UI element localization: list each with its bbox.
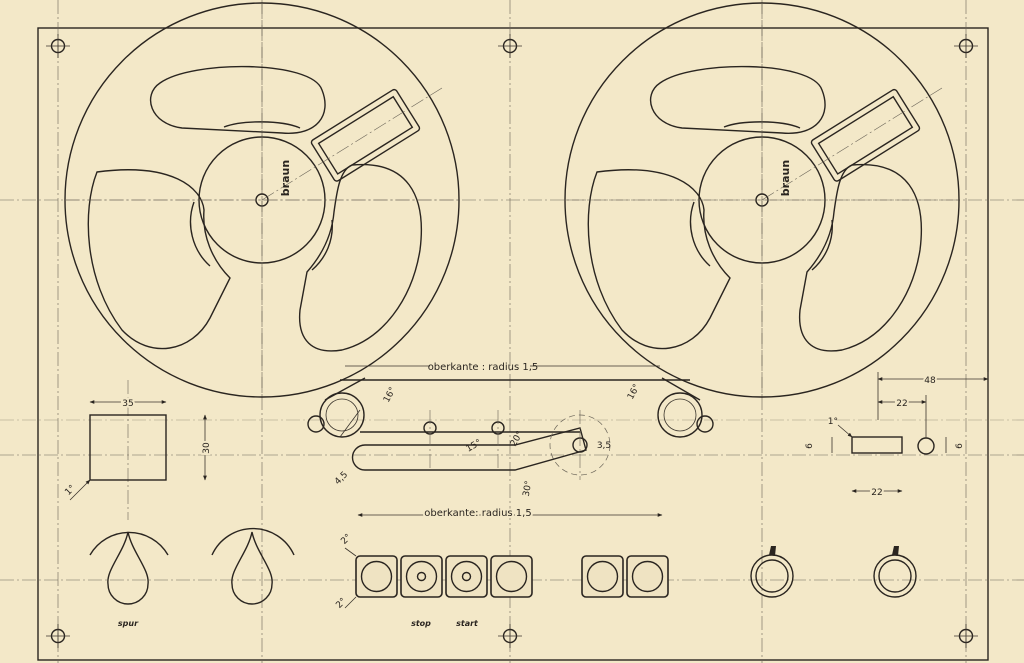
button-corner-top: 2° (339, 532, 353, 546)
left-reel-brand: braun (279, 160, 292, 196)
dim-6-left: 6 (805, 443, 815, 449)
slot-corner-label: 1° (828, 417, 838, 427)
round-knob-left[interactable] (750, 546, 794, 598)
lever-angle-30: 30° (522, 480, 535, 497)
dim-22-top: 22 (896, 399, 907, 409)
angle-label-right: 16° (626, 383, 642, 402)
transport-buttons-group: 2° 2° (334, 532, 669, 611)
tape-guide-assembly: oberkante : radius 1,5 16° 16° 15° 20° 3… (307, 362, 714, 521)
dim-22-bottom: 22 (871, 488, 882, 498)
round-knob-right[interactable] (873, 546, 917, 598)
registration-mark (497, 623, 523, 649)
registration-mark (45, 623, 71, 649)
rotary-knob-left[interactable] (89, 531, 169, 605)
dim-6-right: 6 (955, 443, 965, 449)
left-reel: braun (64, 2, 460, 398)
stop-label: stop (411, 619, 431, 628)
rotary-knob-right[interactable] (211, 527, 295, 605)
right-reel-brand: braun (779, 160, 792, 196)
spur-label: spur (118, 619, 139, 628)
faceplate-outline (37, 27, 989, 661)
lever-angle-15: 15° (465, 438, 484, 455)
lever-width-45: 4,5 (333, 470, 350, 487)
right-reel: braun (564, 2, 960, 398)
start-label: start (456, 619, 479, 628)
registration-mark (45, 33, 71, 59)
meter-height-label: 30 (202, 442, 212, 454)
registration-mark (953, 33, 979, 59)
registration-mark (497, 33, 523, 59)
level-meter-cutout: 35 30 1° (63, 397, 214, 501)
registration-mark (953, 623, 979, 649)
meter-width-label: 35 (122, 399, 133, 409)
guide-note-top: oberkante : radius 1,5 (428, 362, 539, 373)
button-corner-bottom: 2° (334, 596, 348, 610)
lever-radius-35: 3,5 (597, 441, 611, 451)
guide-note-bottom: oberkante: radius 1,5 (424, 508, 531, 519)
dim-48: 48 (924, 376, 936, 386)
angle-label-left: 16° (382, 386, 398, 405)
meter-corner-label: 1° (63, 483, 77, 497)
slot-feature: 48 22 22 6 6 1° (805, 372, 989, 520)
